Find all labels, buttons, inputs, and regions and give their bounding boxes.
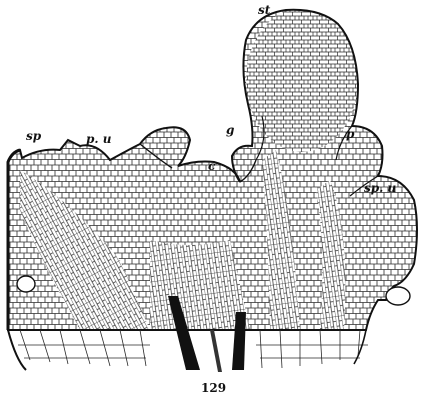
label-sp-u: sp. u (364, 181, 397, 195)
label-p: p (346, 127, 355, 141)
cell-tissue (0, 0, 426, 372)
label-st: st (258, 3, 271, 17)
label-sp: sp (26, 129, 42, 143)
label-p-u: p. u (86, 132, 112, 146)
label-c: c (208, 159, 216, 173)
label-g: g (226, 123, 234, 137)
figure-number: 129 (201, 381, 226, 395)
